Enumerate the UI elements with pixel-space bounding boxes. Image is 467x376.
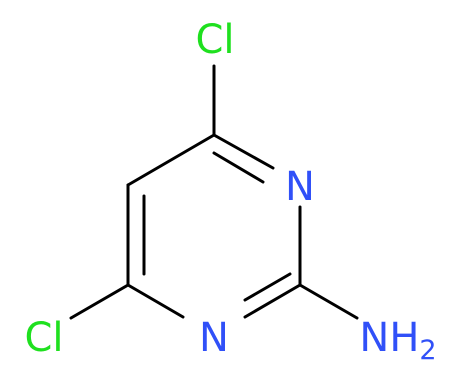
ring-bonds <box>126 133 302 319</box>
bond-n1-c6-inner <box>212 151 265 184</box>
atom-n-right: N <box>285 164 315 210</box>
atom-labels: Cl N Cl N NH2 <box>24 17 436 366</box>
bond-n3-c2 <box>243 283 302 319</box>
atom-nh2: NH2 <box>359 315 436 366</box>
atom-cl-top: Cl <box>195 17 234 63</box>
substituent-bonds <box>69 64 359 320</box>
bond-c2-nh2 <box>298 283 359 320</box>
atom-n-bottom: N <box>199 315 229 361</box>
bond-c4-cl <box>69 283 130 320</box>
bond-c6-c5 <box>126 133 216 187</box>
atom-cl-bottom: Cl <box>24 315 63 361</box>
amine-symbol: NH <box>359 315 419 361</box>
bond-n3-c2-inner <box>243 272 292 302</box>
amine-subscript: 2 <box>419 335 436 366</box>
bond-n1-c6 <box>212 133 275 170</box>
bond-c4-n3 <box>126 283 185 319</box>
